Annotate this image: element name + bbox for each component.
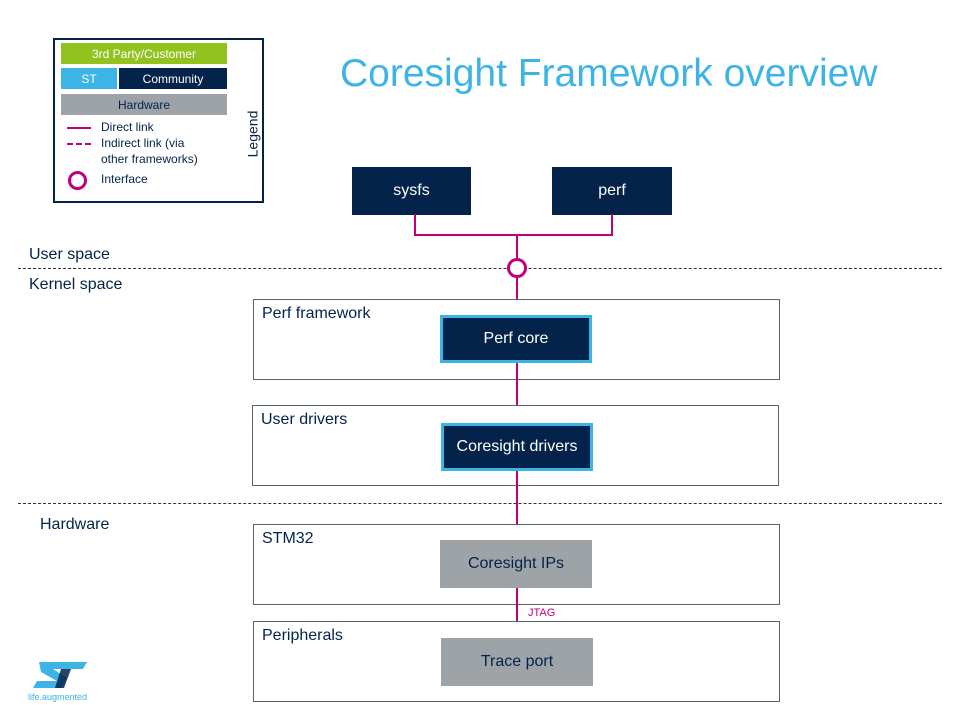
- interface-circle-icon: [68, 171, 87, 190]
- legend-indirect-link-2: other frameworks): [101, 152, 198, 166]
- legend: 3rd Party/Customer ST Community Hardware…: [53, 38, 264, 203]
- indirect-link-swatch: [67, 143, 91, 145]
- legend-direct-link: Direct link: [101, 120, 154, 134]
- peripherals-label: Peripherals: [262, 627, 343, 644]
- legend-third-party: 3rd Party/Customer: [61, 43, 227, 64]
- sysfs-box: sysfs: [352, 167, 471, 215]
- perf-link: [611, 214, 613, 236]
- interface-up-link: [516, 234, 518, 258]
- kernel-hardware-separator: [18, 503, 942, 504]
- legend-heading: Legend: [244, 110, 261, 158]
- user-drivers-label: User drivers: [261, 411, 348, 428]
- logo-tagline: life.augmented: [28, 692, 88, 702]
- perf-box: perf: [552, 167, 672, 215]
- hardware-space-label: Hardware: [40, 516, 110, 533]
- legend-interface: Interface: [101, 172, 148, 186]
- kernel-space-label: Kernel space: [29, 276, 123, 293]
- user-kernel-separator: [18, 268, 942, 269]
- interface-circle-icon: [507, 258, 527, 278]
- legend-st: ST: [61, 68, 117, 89]
- jtag-link: [516, 588, 518, 638]
- coresight-ips-box: Coresight IPs: [440, 540, 592, 588]
- legend-indirect-link-1: Indirect link (via: [101, 136, 185, 150]
- perf-framework-label: Perf framework: [262, 305, 371, 322]
- sysfs-link: [414, 214, 416, 236]
- page-title: Coresight Framework overview: [340, 52, 878, 95]
- st-logo-icon: [33, 662, 87, 688]
- perf-core-box: Perf core: [440, 315, 592, 363]
- perf-to-drivers-link: [516, 363, 518, 423]
- trace-port-box: Trace port: [441, 638, 593, 686]
- interface-down-link: [516, 277, 518, 317]
- legend-hardware: Hardware: [61, 94, 227, 115]
- coresight-drivers-box: Coresight drivers: [441, 423, 593, 471]
- user-space-label: User space: [29, 246, 110, 263]
- legend-community: Community: [119, 68, 227, 89]
- stm32-label: STM32: [262, 530, 314, 547]
- jtag-label: JTAG: [528, 607, 556, 619]
- direct-link-swatch: [67, 127, 91, 129]
- top-horizontal-link: [414, 234, 613, 236]
- drivers-to-ips-link: [516, 471, 518, 551]
